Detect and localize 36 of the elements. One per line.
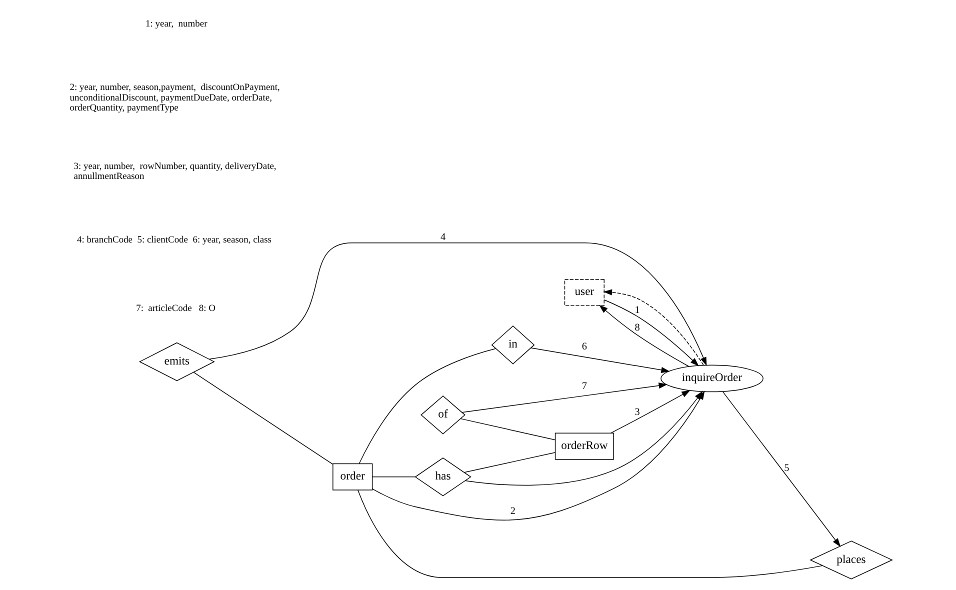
connector bbox=[464, 452, 556, 473]
node-box: orderRow bbox=[554, 432, 614, 460]
arrow bbox=[604, 300, 699, 366]
arrow bbox=[530, 348, 670, 374]
arrow bbox=[599, 304, 690, 367]
edge-label: 4 bbox=[440, 232, 446, 244]
edge-label: 5 bbox=[784, 463, 790, 474]
connector bbox=[358, 348, 496, 464]
edge-label: 8 bbox=[634, 322, 640, 334]
node-diamond: in bbox=[491, 326, 535, 364]
arrow bbox=[462, 382, 668, 413]
label: 3: year, number, rowNumber, quantity, deliveryDate, annullmentReason bbox=[74, 162, 276, 182]
connector bbox=[460, 418, 556, 440]
edge-label: 3 bbox=[634, 407, 640, 418]
edge-label: 2 bbox=[510, 506, 516, 518]
arrow bbox=[610, 390, 690, 434]
label: 7: articleCode 8: O bbox=[136, 304, 216, 314]
label: 2: year, number, season,payment, discountOnPayment, unconditionalDiscount, paymentDueDate, orderDate, orderQuantity, paymentType bbox=[70, 83, 280, 114]
node-diamond: has bbox=[414, 458, 472, 496]
connector bbox=[358, 490, 823, 578]
label: 1: year, number bbox=[146, 20, 208, 30]
edge-label: 6 bbox=[582, 341, 587, 352]
node-diamond: emits bbox=[138, 342, 215, 382]
connector bbox=[372, 476, 416, 478]
node-diamond: places bbox=[810, 540, 893, 580]
arrow bbox=[603, 289, 704, 366]
arrow bbox=[722, 391, 841, 548]
label: 4: branchCode 5: clientCode 6: year, season, class bbox=[77, 235, 272, 246]
node-box: order bbox=[332, 463, 373, 490]
node-diamond: of bbox=[420, 395, 466, 434]
arrow bbox=[209, 242, 707, 366]
node-box: user bbox=[564, 278, 604, 306]
edge-label: 7 bbox=[582, 380, 587, 392]
arrow bbox=[465, 391, 703, 486]
edge-label: 1 bbox=[634, 305, 640, 316]
connector bbox=[193, 372, 334, 465]
